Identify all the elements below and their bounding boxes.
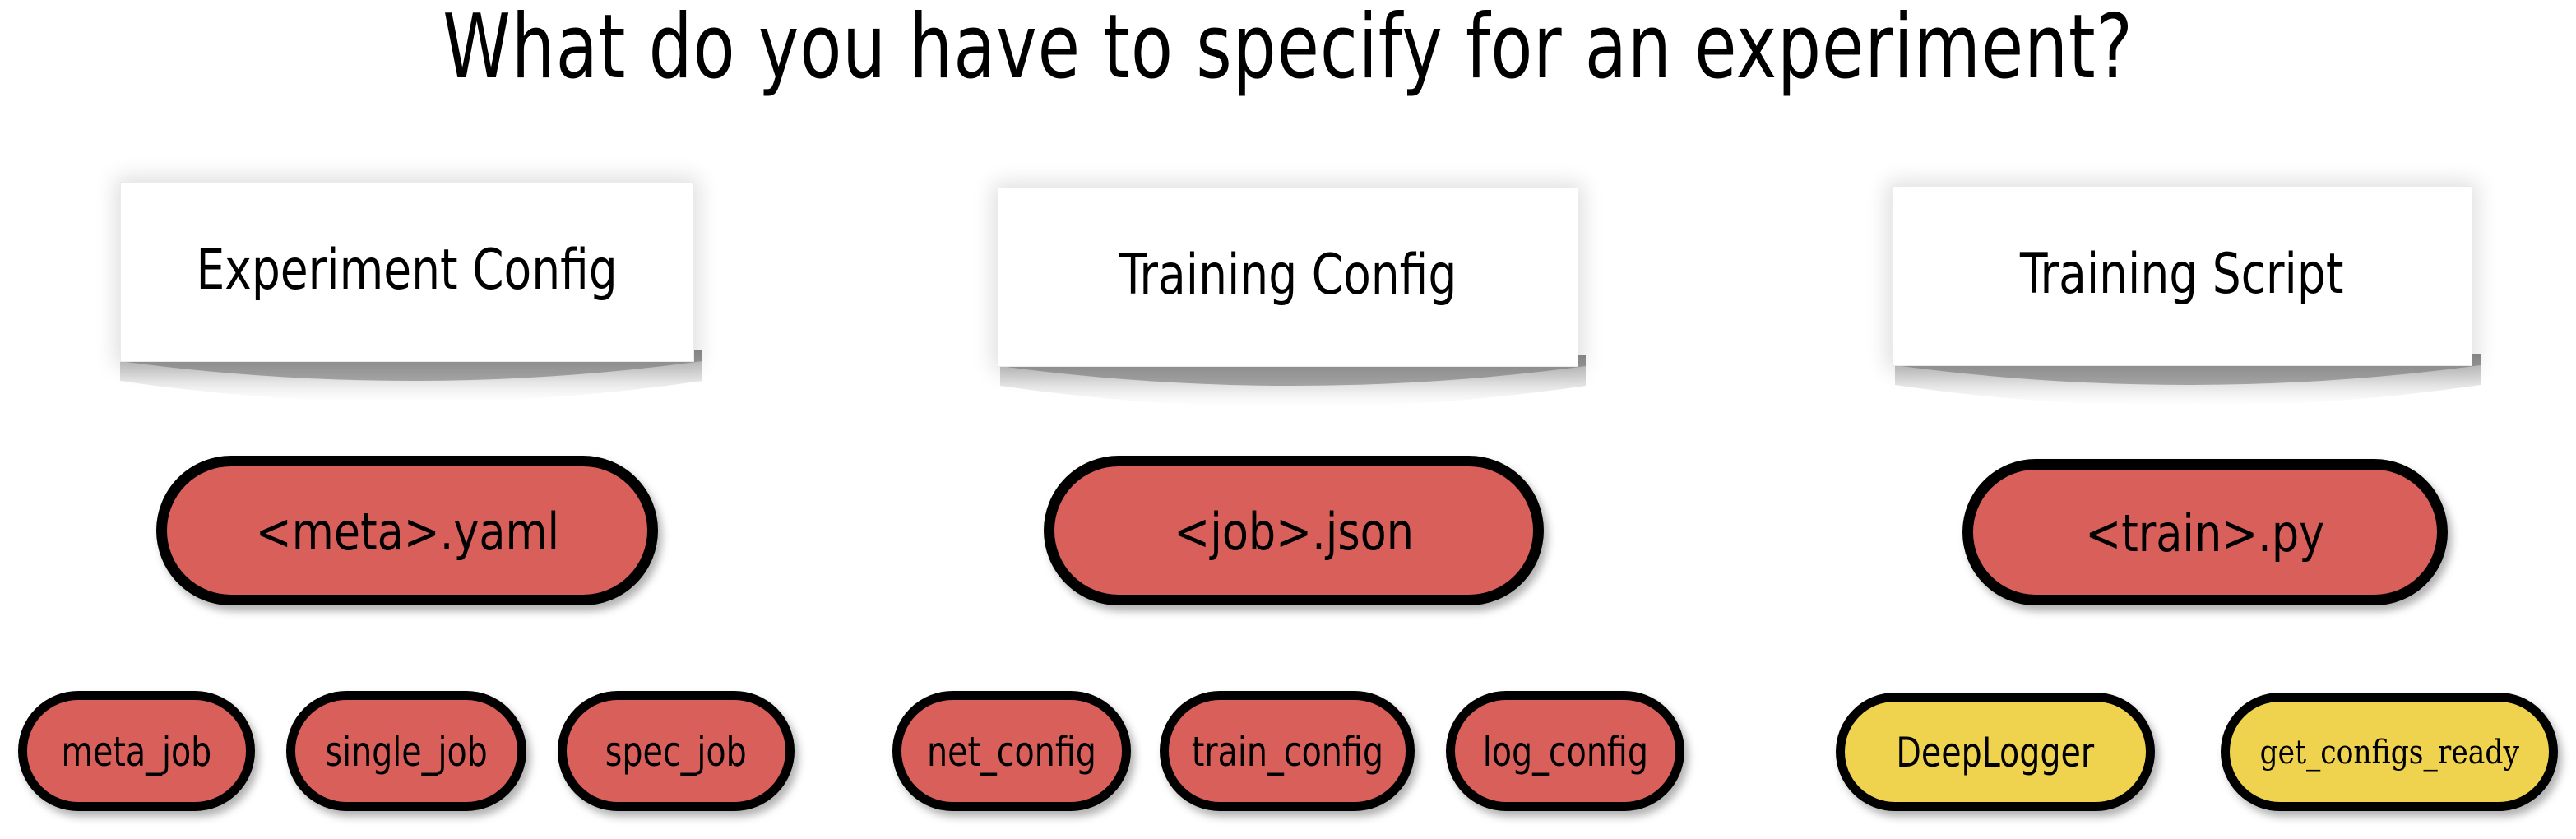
card-curve-shadow-training-config — [1000, 355, 1586, 407]
card-label-training-config: Training Config — [1119, 243, 1457, 308]
pill-label-single-job: single_job — [325, 728, 488, 776]
pill-get-configs-ready[interactable]: get_configs_ready — [2221, 693, 2558, 811]
pill-label-train-config: train_config — [1191, 728, 1383, 776]
pill-job-json[interactable]: <job>.json — [1044, 456, 1544, 605]
card-experiment-config: Experiment Config — [120, 182, 694, 362]
pill-single-job[interactable]: single_job — [286, 691, 526, 811]
card-label-training-script: Training Script — [2020, 241, 2344, 307]
pill-label-spec-job: spec_job — [605, 728, 748, 776]
pill-net-config[interactable]: net_config — [892, 691, 1131, 811]
pill-label-job-json: <job>.json — [1174, 502, 1414, 562]
pill-label-train-py: <train>.py — [2085, 503, 2325, 563]
pill-log-config[interactable]: log_config — [1446, 691, 1684, 811]
pill-label-deeplogger: DeepLogger — [1896, 729, 2095, 776]
pill-label-meta-yaml: <meta>.yaml — [255, 502, 559, 562]
card-training-script: Training Script — [1892, 186, 2472, 366]
pill-label-log-config: log_config — [1482, 728, 1648, 776]
pill-label-net-config: net_config — [927, 728, 1096, 776]
card-curve-shadow-experiment-config — [120, 350, 702, 402]
card-label-experiment-config: Experiment Config — [196, 237, 619, 303]
pill-meta-yaml[interactable]: <meta>.yaml — [156, 456, 658, 605]
pill-deeplogger[interactable]: DeepLogger — [1836, 693, 2155, 811]
page-title: What do you have to specify for an exper… — [442, 0, 2134, 99]
card-training-config: Training Config — [998, 188, 1578, 367]
pill-label-meta-job: meta_job — [61, 728, 212, 776]
card-curve-shadow-training-script — [1895, 354, 2481, 406]
pill-train-config[interactable]: train_config — [1160, 691, 1415, 811]
pill-meta-job[interactable]: meta_job — [18, 691, 255, 811]
pill-label-get-configs-ready: get_configs_ready — [2259, 734, 2519, 772]
pill-train-py[interactable]: <train>.py — [1962, 459, 2448, 605]
pill-spec-job[interactable]: spec_job — [558, 691, 795, 811]
